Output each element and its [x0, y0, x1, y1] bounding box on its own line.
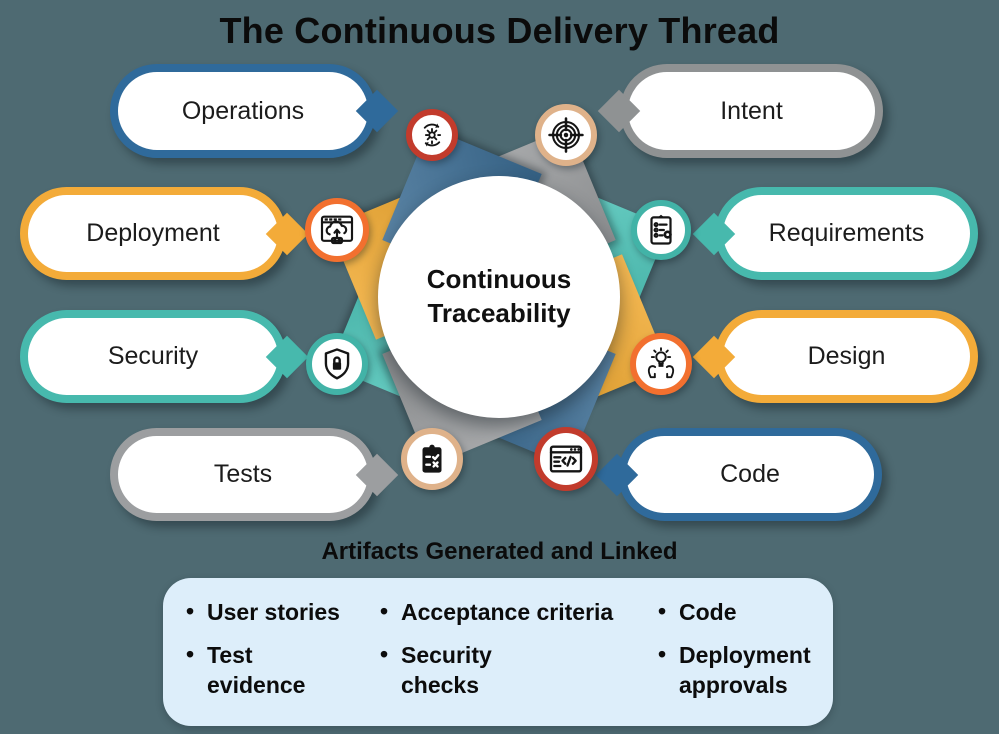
requirements-pill-label: Requirements [768, 219, 925, 247]
operations-pill-label: Operations [181, 96, 305, 125]
artifacts-column-2: • Acceptance criteria • Security checks [380, 598, 650, 701]
clipboard-gear-icon [642, 211, 680, 249]
bullet: • [186, 598, 195, 624]
cloud-upload-icon [317, 210, 357, 250]
artifact-deployment-approvals: Deployment approvals [679, 641, 811, 698]
security-pill: Security [20, 310, 286, 403]
artifacts-column-1: • User stories • Test evidence [186, 598, 376, 701]
artifacts-box: • User stories • Test evidence • Accepta… [163, 578, 833, 726]
code-window-icon [546, 439, 586, 479]
tests-pill: Tests [110, 428, 376, 521]
tests-pill-label: Tests [213, 460, 273, 488]
list-item: • Security checks [380, 641, 650, 701]
design-icon-badge [630, 333, 692, 395]
design-pill: Design [715, 310, 978, 403]
operations-icon-badge [406, 109, 458, 161]
code-pill-label: Code [720, 460, 780, 488]
design-pill-label: Design [807, 342, 886, 370]
intent-pill-label: Intent [720, 96, 783, 125]
security-icon-badge [306, 333, 368, 395]
shield-lock-icon [318, 345, 356, 383]
requirements-icon-badge [631, 200, 691, 260]
center-hub: Continuous Traceability [378, 176, 620, 418]
security-pill-label: Security [107, 342, 199, 370]
artifact-security-checks: Security checks [401, 641, 492, 698]
bullet: • [186, 640, 195, 667]
page-title: The Continuous Delivery Thread [219, 10, 780, 51]
idea-hands-icon [642, 345, 680, 383]
artifact-code: Code [679, 599, 737, 625]
artifact-test-evidence: Test evidence [207, 641, 306, 698]
center-hub-label: Continuous Traceability [426, 264, 572, 328]
code-icon-badge [534, 427, 598, 491]
deployment-pill: Deployment [20, 187, 286, 280]
deployment-pill-label: Deployment [86, 219, 220, 247]
deployment-icon-badge [305, 198, 369, 262]
code-pill: Code [618, 428, 882, 521]
gear-sync-icon [417, 120, 447, 150]
target-icon [547, 116, 585, 154]
bullet: • [658, 598, 667, 624]
bullet: • [658, 640, 667, 667]
intent-pill: Intent [620, 64, 883, 158]
list-item: • Acceptance criteria [380, 598, 650, 628]
list-item: • User stories [186, 598, 376, 628]
operations-pill: Operations [110, 64, 376, 158]
list-item: • Code [658, 598, 833, 628]
bullet: • [380, 598, 389, 624]
intent-icon-badge [535, 104, 597, 166]
tests-icon-badge [401, 428, 463, 490]
list-item: • Deployment approvals [658, 641, 833, 701]
artifact-acceptance-criteria: Acceptance criteria [401, 599, 614, 625]
bullet: • [380, 640, 389, 667]
artifacts-title: Artifacts Generated and Linked [321, 538, 678, 565]
artifacts-column-3: • Code • Deployment approvals [658, 598, 833, 701]
requirements-pill: Requirements [715, 187, 978, 280]
list-item: • Test evidence [186, 641, 376, 701]
checklist-icon [413, 440, 451, 478]
artifact-user-stories: User stories [207, 599, 340, 625]
